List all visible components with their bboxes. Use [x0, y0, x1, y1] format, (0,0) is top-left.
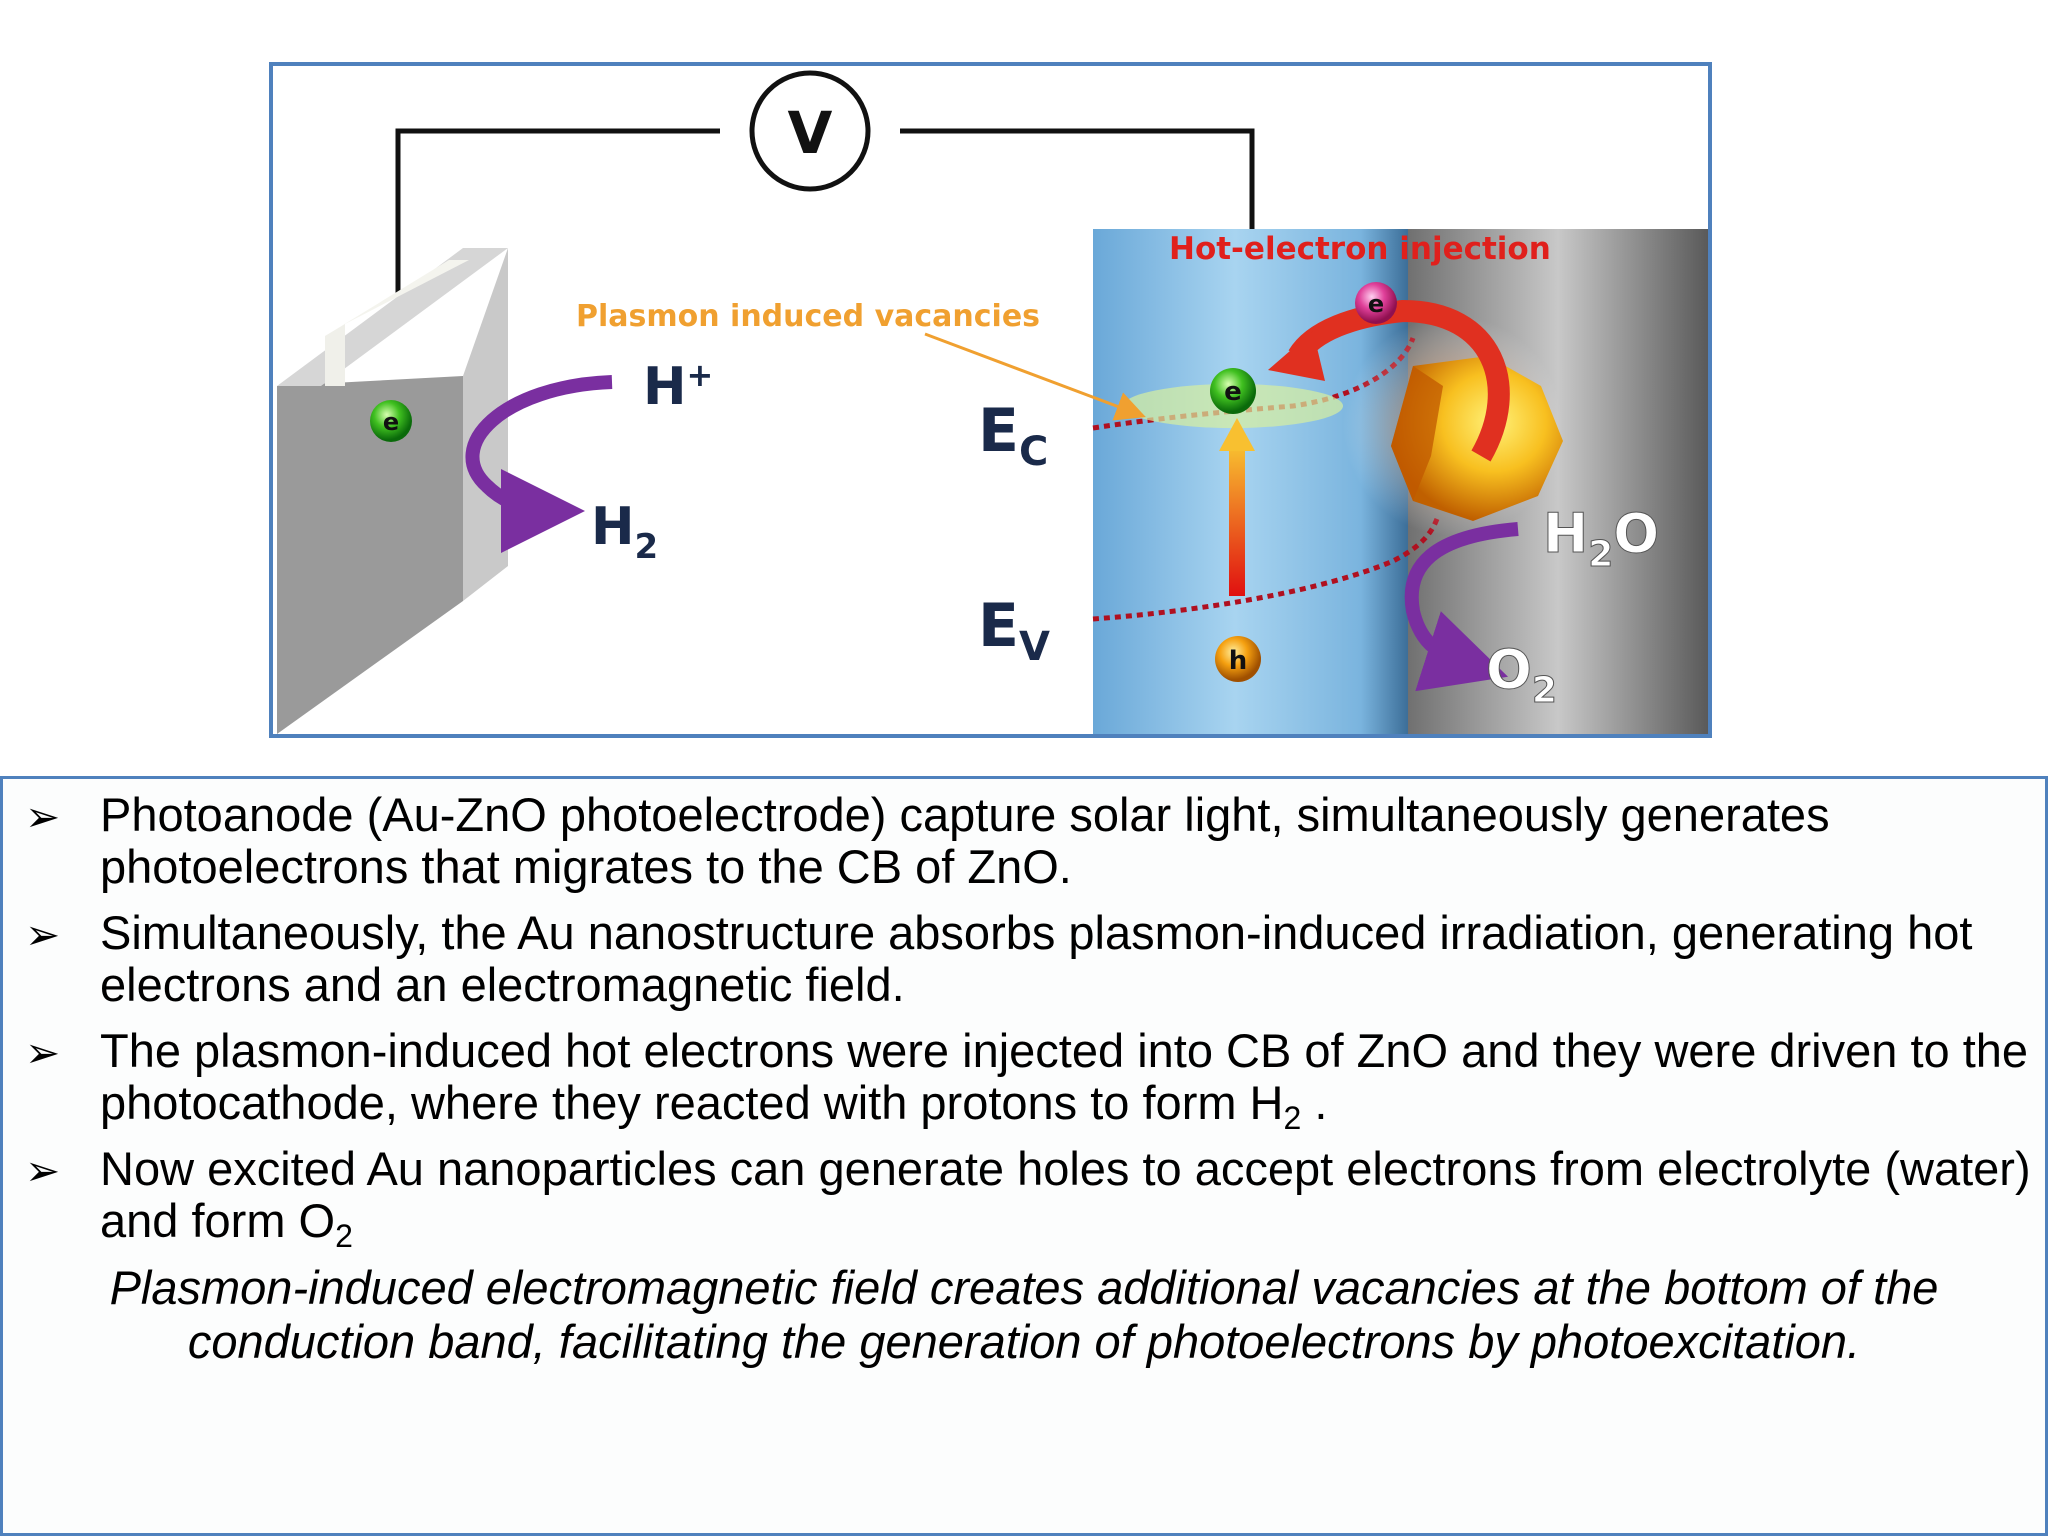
water-label: H2O: [1543, 502, 1659, 575]
mechanism-diagram: V e H+ H2: [269, 62, 1712, 738]
svg-text:e: e: [1368, 290, 1384, 318]
bullet-arrow-icon: ➢: [25, 1029, 61, 1076]
diagram-canvas: V e H+ H2: [277, 70, 1708, 734]
excitation-arrow: [1219, 418, 1255, 596]
bullet-text: Now excited Au nanoparticles can generat…: [100, 1142, 2031, 1247]
subscript: 2: [1283, 1100, 1302, 1136]
bullet-arrow-icon: ➢: [25, 1147, 61, 1194]
proton-label: H+: [643, 356, 713, 417]
vacancy-pointer: [924, 332, 1146, 421]
svg-text:h: h: [1229, 646, 1248, 676]
bullet-item: ➢ The plasmon-induced hot electrons were…: [3, 1024, 2045, 1135]
explanation-box: ➢ Photoanode (Au-ZnO photoelectrode) cap…: [0, 776, 2048, 1536]
summary-note: Plasmon-induced electromagnetic field cr…: [109, 1261, 1939, 1368]
hot-electron-arrow: [1288, 299, 1510, 462]
bullet-text: Photoanode (Au-ZnO photoelectrode) captu…: [100, 788, 1830, 893]
valence-band-label: EV: [978, 591, 1050, 670]
hole: h: [1215, 636, 1261, 682]
bullet-list: ➢ Photoanode (Au-ZnO photoelectrode) cap…: [3, 789, 2045, 1253]
oxygen-label: O2: [1486, 638, 1557, 711]
hot-electron-arrowhead: [1268, 331, 1325, 381]
voltmeter: V: [749, 70, 871, 192]
photocathode-plate: [277, 248, 508, 734]
subscript: 2: [335, 1218, 353, 1254]
svg-text:e: e: [1224, 377, 1242, 407]
bullet-item: ➢ Now excited Au nanoparticles can gener…: [3, 1142, 2045, 1253]
plasmon-vacancies-label: Plasmon induced vacancies: [576, 299, 1040, 334]
bullet-text: The plasmon-induced hot electrons were i…: [100, 1024, 2029, 1129]
bullet-item: ➢ Photoanode (Au-ZnO photoelectrode) cap…: [3, 789, 2045, 893]
bullet-arrow-icon: ➢: [25, 793, 61, 840]
bullet-arrow-icon: ➢: [25, 911, 61, 958]
conduction-band-label: EC: [978, 396, 1048, 475]
water-oxidation-arrow: [1404, 522, 1519, 692]
hot-electron: e: [1355, 282, 1397, 324]
photoelectron: e: [1210, 368, 1256, 414]
bullet-item: ➢ Simultaneously, the Au nanostructure a…: [3, 907, 2045, 1011]
bullet-tail: .: [1301, 1076, 1328, 1129]
hot-electron-injection-label: Hot-electron injection: [1169, 231, 1551, 267]
electron-cathode: e: [370, 400, 412, 442]
hydrogen-label: H2: [591, 497, 658, 567]
voltmeter-label: V: [788, 99, 833, 167]
gold-nanoparticle: [1391, 356, 1563, 521]
circuit-wire: [395, 128, 1255, 296]
bullet-text: Simultaneously, the Au nanostructure abs…: [100, 906, 1973, 1011]
svg-text:e: e: [383, 408, 399, 436]
valence-band-edge: [1092, 515, 1441, 622]
proton-reduction-arrow: [465, 375, 613, 553]
